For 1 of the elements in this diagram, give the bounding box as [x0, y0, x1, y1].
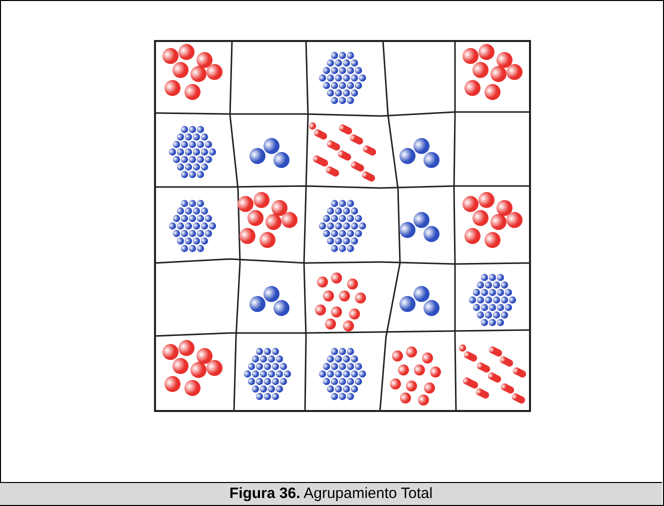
figure-caption: Figura 36. Agrupamiento Total: [229, 485, 433, 502]
